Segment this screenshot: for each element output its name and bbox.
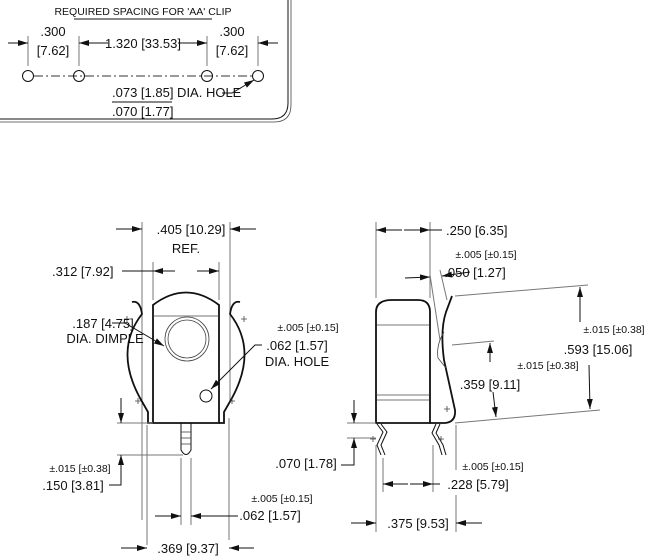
side-clip-body bbox=[375, 299, 431, 424]
left-spacing-dim: .300 bbox=[40, 24, 65, 39]
pin-width-tol: ±.005 [±0.15] bbox=[251, 493, 312, 505]
side-leg bbox=[376, 423, 384, 456]
leg-length-dim: .070 [1.78] bbox=[275, 456, 336, 471]
hole-note: .073 [1.85] DIA. HOLE bbox=[112, 85, 242, 100]
hole-tol: ±.005 [±0.15] bbox=[277, 322, 338, 334]
dimple bbox=[164, 316, 210, 362]
mounting-hole bbox=[201, 70, 213, 82]
pin bbox=[180, 423, 192, 455]
front-view: .405 [10.29] REF. .312 [7.92] .187 [4.75… bbox=[42, 222, 339, 556]
left-spring-arm bbox=[126, 300, 153, 424]
body-width-dim: .312 [7.92] bbox=[52, 264, 113, 279]
pin-width-dim: .062 [1.57] bbox=[239, 508, 300, 523]
overall-depth-dim: .375 [9.53] bbox=[387, 516, 448, 531]
leg-spacing-dim: .228 [5.79] bbox=[447, 477, 508, 492]
mounting-hole bbox=[252, 70, 264, 82]
leg-spacing-tol: ±.005 [±0.15] bbox=[462, 461, 523, 473]
right-spring-arm bbox=[219, 300, 246, 424]
hole-label: DIA. HOLE bbox=[265, 354, 330, 369]
right-spacing-dim-mm: [7.62] bbox=[216, 43, 249, 58]
overall-width-ref: REF. bbox=[172, 241, 200, 256]
center-spacing-dim: 1.320 [33.53] bbox=[105, 36, 181, 51]
side-view: .250 [6.35] ±.005 [±0.15] .050 [1.27] ±.… bbox=[275, 222, 645, 532]
spacing-title: REQUIRED SPACING FOR 'AA' CLIP bbox=[54, 6, 231, 18]
overall-width-dim: .405 [10.29] bbox=[157, 222, 226, 237]
hole-note-min: .070 [1.77] bbox=[112, 104, 173, 119]
side-center-marks bbox=[370, 406, 450, 442]
dimple-label: DIA. DIMPLE bbox=[66, 331, 144, 346]
base-width-dim: .369 [9.37] bbox=[157, 541, 218, 556]
side-spring-arm bbox=[430, 295, 456, 424]
center-marks bbox=[124, 316, 247, 404]
pin-length-tol: ±.015 [±0.38] bbox=[49, 463, 110, 475]
body-depth-dim: .250 [6.35] bbox=[446, 223, 507, 238]
height-dim: .593 [15.06] bbox=[564, 342, 633, 357]
dimple-height-tol: ±.015 [±0.38] bbox=[517, 360, 578, 372]
gap-dim: .050 [1.27] bbox=[444, 265, 505, 280]
hole bbox=[199, 389, 213, 403]
left-spacing-dim-mm: [7.62] bbox=[37, 43, 70, 58]
height-tol: ±.015 [±0.38] bbox=[583, 324, 644, 336]
dimple-height-dim: .359 [9.11] bbox=[460, 377, 520, 392]
right-spacing-dim: .300 bbox=[219, 24, 244, 39]
side-leg bbox=[431, 423, 443, 456]
dimple-dim: .187 [4.75] bbox=[72, 316, 133, 331]
spacing-panel: REQUIRED SPACING FOR 'AA' CLIP .300 [7.6… bbox=[0, 0, 292, 123]
mounting-hole bbox=[22, 70, 34, 82]
hole-dim: .062 [1.57] bbox=[266, 338, 327, 353]
mounting-holes bbox=[22, 70, 264, 82]
mounting-hole bbox=[73, 70, 85, 82]
gap-tol: ±.005 [±0.15] bbox=[455, 249, 516, 261]
clip-body bbox=[152, 291, 220, 424]
pin-length-dim: .150 [3.81] bbox=[42, 478, 103, 493]
